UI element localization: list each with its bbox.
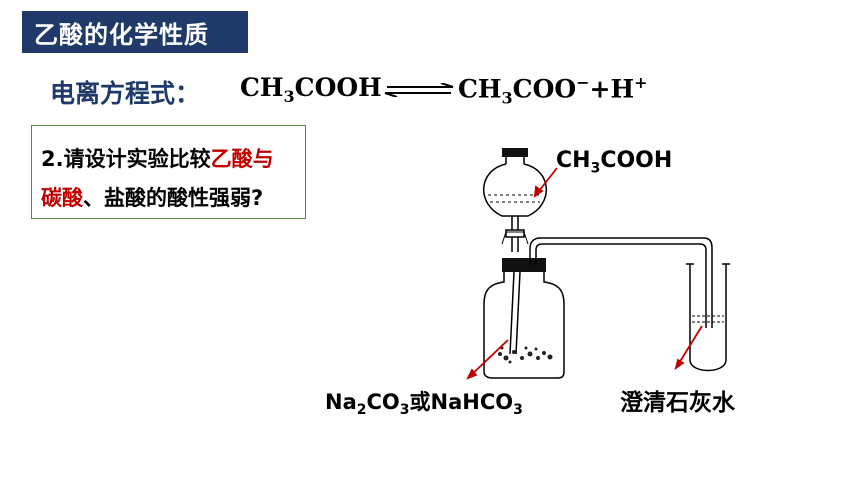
question-line-1: 2.请设计实验比较乙酸与	[41, 147, 274, 171]
question-line-2: 碳酸、盐酸的酸性强弱?	[41, 186, 264, 210]
pointer-arrows	[466, 167, 703, 380]
question-box: 2.请设计实验比较乙酸与 碳酸、盐酸的酸性强弱?	[31, 125, 306, 219]
salt-label: Na2CO3或NaHCO3	[325, 390, 523, 419]
separatory-funnel-icon	[483, 148, 547, 252]
equation-right: CH3COO−+H+	[458, 73, 648, 108]
limewater-label: 澄清石灰水	[620, 390, 735, 416]
stopper-icon	[502, 258, 546, 272]
reagent-label: CH3COOH	[556, 148, 673, 177]
equation-left: CH3COOH	[240, 73, 382, 106]
slide-title: 乙酸的化学性质	[22, 11, 248, 53]
apparatus-diagram	[466, 148, 730, 380]
test-tube-icon	[686, 263, 730, 372]
wide-mouth-bottle-icon	[483, 271, 565, 379]
delivery-tube-icon	[529, 237, 713, 328]
equilibrium-arrow-icon	[384, 83, 454, 97]
equation-label: 电离方程式：	[50, 79, 201, 108]
